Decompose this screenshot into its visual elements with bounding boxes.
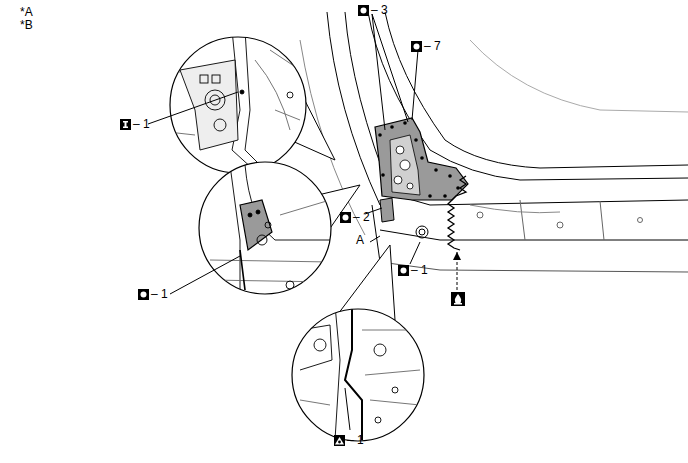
callout-number: – 1 <box>151 288 168 301</box>
callout-number: – 3 <box>371 4 388 17</box>
callout-number: – 1 <box>133 118 150 131</box>
callout-number: – 1 <box>347 434 364 447</box>
label-code: *B <box>20 19 33 32</box>
label-code: *A <box>20 6 33 19</box>
callout-number: – 7 <box>424 40 441 53</box>
icon-set <box>120 5 465 446</box>
point-letter: A <box>356 234 364 247</box>
callout-number: – 1 <box>411 264 428 277</box>
callout-number: – 2 <box>353 211 370 224</box>
